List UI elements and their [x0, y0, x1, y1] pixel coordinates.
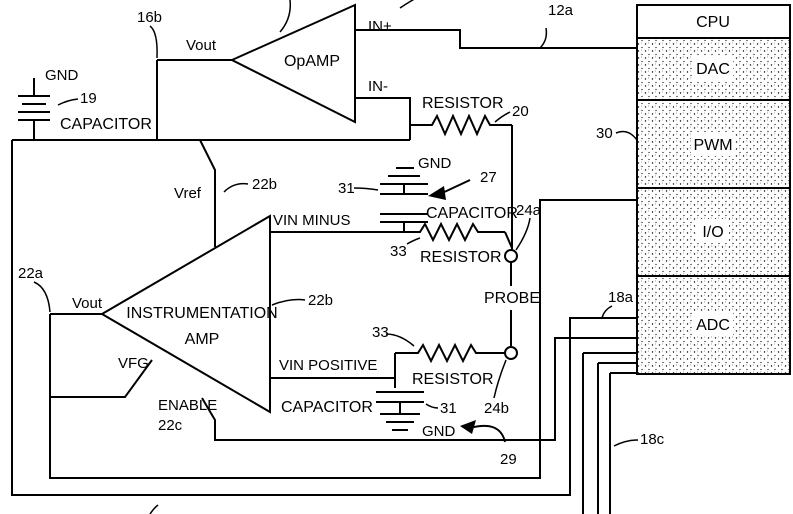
pwm-label: PWM [693, 137, 732, 154]
lower-filter: RESISTOR 33 CAPACITOR GND 31 29 [281, 324, 517, 468]
upper-gnd-label: GND [418, 155, 452, 172]
lower-resistor-label: RESISTOR [412, 371, 494, 388]
probe: PROBE 24a 24b [484, 202, 542, 417]
upper-resistor-ref: 33 [390, 243, 407, 260]
enable-label: ENABLE [158, 397, 217, 414]
probe-node-bottom [504, 346, 518, 360]
feedback-resistor-label: RESISTOR [422, 95, 504, 112]
lower-gnd-label: GND [422, 423, 456, 440]
bus-ref-top: 12a [548, 2, 574, 19]
opamp-in-plus-label: IN+ [368, 18, 392, 35]
top-left-capacitor-label: CAPACITOR [60, 116, 152, 133]
lower-filter-ref: 29 [500, 451, 517, 468]
bus-ref-adc: 18a [608, 289, 634, 306]
instamp-body-ref: 22b [308, 292, 333, 309]
lower-capacitor-label: CAPACITOR [281, 399, 373, 416]
top-left-capacitor-ref: 19 [80, 90, 97, 107]
opamp-vout-label: Vout [186, 37, 217, 54]
upper-filter: GND 31 27 CAPACITOR RESISTOR 33 [338, 155, 518, 266]
upper-capacitor-label: CAPACITOR [426, 205, 518, 222]
cpu-block [636, 4, 791, 39]
io-label: I/O [702, 224, 723, 241]
probe-label: PROBE [484, 290, 540, 307]
dac-label: DAC [696, 61, 730, 78]
top-left-gnd-label: GND [45, 67, 79, 84]
upper-resistor-label: RESISTOR [420, 249, 502, 266]
cpu-label: CPU [696, 14, 730, 31]
vin-positive-label: VIN POSITIVE [279, 357, 377, 374]
feedback-resistor-ref: 20 [512, 103, 529, 120]
vref-ref: 22b [252, 176, 277, 193]
feedback-resistor: RESISTOR 20 [410, 95, 529, 137]
upper-capacitor-ref: 31 [338, 180, 355, 197]
upper-filter-ref: 27 [480, 169, 497, 186]
vfg-label: VFG [118, 355, 149, 372]
instamp-label-line1: INSTRUMENTATION [126, 305, 277, 322]
instamp-out-ref: 22a [18, 265, 44, 282]
lower-filter-arrow [460, 420, 476, 434]
instrumentation-amp: INSTRUMENTATION AMP 22b [100, 214, 333, 414]
bus-ref-bottom: 18c [640, 431, 665, 448]
opamp-ref: 16b [137, 9, 162, 26]
probe-ref-bottom: 24b [484, 400, 509, 417]
upper-filter-arrow [428, 186, 446, 200]
probe-ref-top: 24a [516, 202, 542, 219]
adc-label: ADC [696, 317, 730, 334]
instamp-vout-label: Vout [72, 295, 103, 312]
vin-minus-label: VIN MINUS [273, 212, 351, 229]
top-left-capacitor: GND CAPACITOR 19 [18, 67, 152, 140]
opamp-label: OpAMP [284, 53, 340, 70]
lower-capacitor-ref: 31 [440, 400, 457, 417]
probe-node-top [504, 249, 518, 263]
enable-ref: 22c [158, 417, 183, 434]
lower-resistor-ref: 33 [372, 324, 389, 341]
vref-label: Vref [174, 185, 202, 202]
instamp-label-line2: AMP [185, 331, 220, 348]
opamp-in-minus-label: IN- [368, 78, 388, 95]
microcontroller: CPU DAC PWM I/O ADC 30 [596, 4, 791, 375]
mcu-ref: 30 [596, 125, 613, 142]
